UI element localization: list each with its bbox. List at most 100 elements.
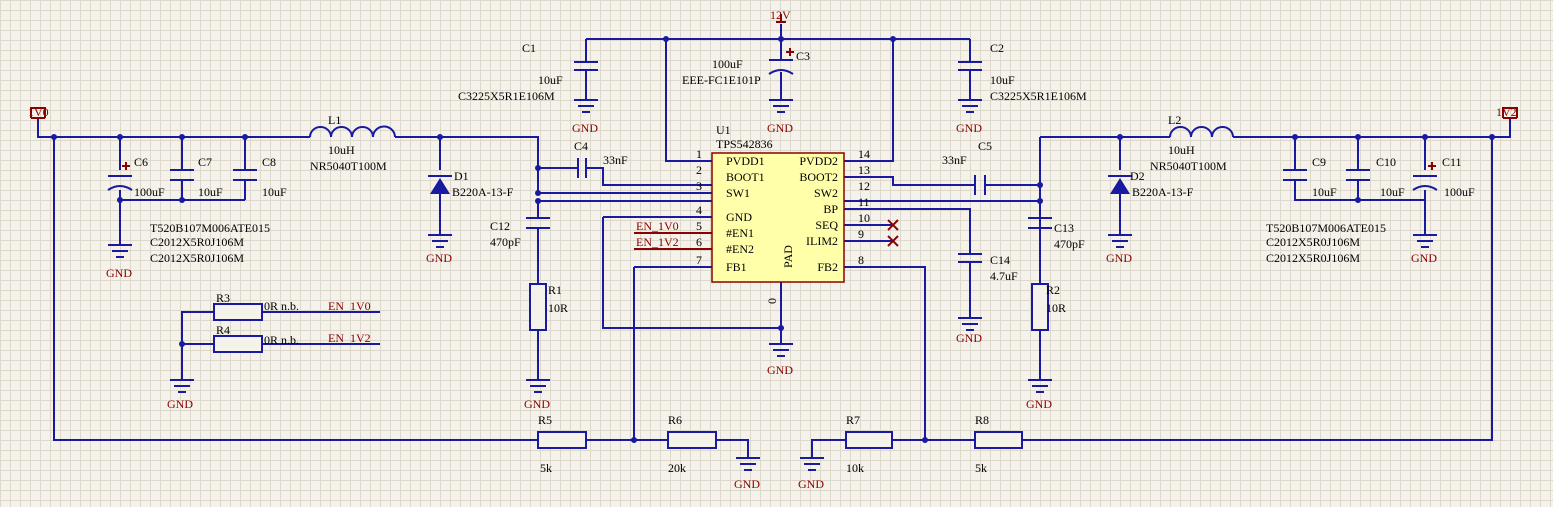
svg-text:10uF: 10uF [990, 73, 1015, 87]
diode-d2: D2 B220A-13-F [1108, 169, 1194, 199]
bom-right: T520B107M006ATE015 C2012X5R0J106M C2012X… [1266, 221, 1386, 265]
gnd-r1: GND [524, 379, 550, 411]
resistor-r4: R4 0R n.b. [213, 323, 299, 353]
cap-c7: C7 10uF [170, 155, 223, 199]
net-label-en2-r4: EN_1V2 [328, 331, 371, 345]
svg-text:C2012X5R0J106M: C2012X5R0J106M [1266, 235, 1360, 249]
svg-text:100uF: 100uF [134, 185, 165, 199]
svg-text:20k: 20k [668, 461, 686, 475]
svg-text:PVDD1: PVDD1 [726, 154, 765, 168]
svg-text:B220A-13-F: B220A-13-F [452, 185, 514, 199]
svg-text:R1: R1 [548, 283, 562, 297]
svg-text:GND: GND [524, 397, 550, 411]
inductor-l1: L1 10uH NR5040T100M [309, 113, 396, 173]
svg-text:BP: BP [823, 202, 838, 216]
svg-text:10: 10 [858, 211, 870, 225]
cap-c11: C11 100uF [1412, 155, 1475, 199]
svg-text:14: 14 [858, 147, 870, 161]
svg-text:U1: U1 [716, 123, 731, 137]
svg-text:0R n.b.: 0R n.b. [264, 333, 299, 347]
svg-text:L2: L2 [1168, 113, 1181, 127]
svg-text:0R n.b.: 0R n.b. [264, 299, 299, 313]
svg-text:R2: R2 [1046, 283, 1060, 297]
cap-c13: C13 470pF [1028, 217, 1085, 251]
svg-text:BOOT2: BOOT2 [799, 170, 838, 184]
svg-text:NR5040T100M: NR5040T100M [1150, 159, 1227, 173]
svg-text:1V2: 1V2 [1496, 105, 1517, 119]
svg-text:10uF: 10uF [538, 73, 563, 87]
cap-c3: C3 100uF EEE-FC1E101P [682, 48, 810, 87]
svg-text:C2012X5R0J106M: C2012X5R0J106M [1266, 251, 1360, 265]
svg-text:D1: D1 [454, 169, 469, 183]
svg-text:R5: R5 [538, 413, 552, 427]
gnd-c1: GND [572, 99, 598, 135]
cap-c10: C10 10uF [1346, 155, 1405, 199]
svg-text:BOOT1: BOOT1 [726, 170, 765, 184]
svg-text:4.7uF: 4.7uF [990, 269, 1018, 283]
ic-u1: U1 TPS542836 PAD 0 [711, 123, 845, 304]
svg-text:GND: GND [956, 331, 982, 345]
svg-text:5k: 5k [540, 461, 552, 475]
svg-text:10R: 10R [1046, 301, 1066, 315]
svg-text:B220A-13-F: B220A-13-F [1132, 185, 1194, 199]
gnd-c2: GND [956, 99, 982, 135]
svg-text:C2: C2 [990, 41, 1004, 55]
cap-c12: C12 470pF [490, 217, 550, 249]
svg-text:GND: GND [167, 397, 193, 411]
svg-text:33nF: 33nF [603, 153, 628, 167]
svg-text:GND: GND [726, 210, 752, 224]
gnd-r3r4: GND [167, 379, 194, 411]
svg-text:4: 4 [696, 203, 702, 217]
svg-text:7: 7 [696, 253, 702, 267]
svg-text:GND: GND [767, 363, 793, 377]
svg-text:100uF: 100uF [1444, 185, 1475, 199]
svg-text:10uF: 10uF [262, 185, 287, 199]
resistor-r2: R2 10R [1031, 283, 1066, 331]
svg-text:FB1: FB1 [726, 260, 747, 274]
svg-text:C3225X5R1E106M: C3225X5R1E106M [458, 89, 555, 103]
svg-text:R7: R7 [846, 413, 860, 427]
svg-text:10k: 10k [846, 461, 864, 475]
svg-text:C7: C7 [198, 155, 212, 169]
cap-c5: C5 33nF [942, 139, 992, 195]
gnd-c14: GND [956, 317, 982, 345]
svg-text:GND: GND [572, 121, 598, 135]
svg-text:C2012X5R0J106M: C2012X5R0J106M [150, 235, 244, 249]
gnd-r2: GND [1026, 379, 1052, 411]
svg-text:R6: R6 [668, 413, 682, 427]
net-label-en1-pin5: EN_1V0 [636, 219, 679, 233]
svg-text:GND: GND [1106, 251, 1132, 265]
cap-c9: C9 10uF [1283, 155, 1337, 199]
svg-text:9: 9 [858, 227, 864, 241]
port-1v0: 1V0 [28, 105, 49, 119]
svg-text:C6: C6 [134, 155, 148, 169]
svg-text:10uF: 10uF [198, 185, 223, 199]
svg-text:C2012X5R0J106M: C2012X5R0J106M [150, 251, 244, 265]
cap-c8: C8 10uF [233, 155, 287, 199]
svg-text:C13: C13 [1054, 221, 1074, 235]
svg-text:ILIM2: ILIM2 [806, 234, 838, 248]
svg-text:GND: GND [1411, 251, 1437, 265]
svg-text:470pF: 470pF [490, 235, 521, 249]
bom-left: T520B107M006ATE015 C2012X5R0J106M C2012X… [150, 221, 270, 265]
cap-c6: C6 100uF [107, 155, 165, 199]
no-connect-marks [887, 219, 899, 247]
svg-text:C3225X5R1E106M: C3225X5R1E106M [990, 89, 1087, 103]
svg-text:C10: C10 [1376, 155, 1396, 169]
resistor-r5: R5 5k [537, 413, 587, 475]
svg-text:GND: GND [426, 251, 452, 265]
svg-text:GND: GND [798, 477, 824, 491]
resistor-r6: R6 20k [667, 413, 717, 475]
net-label-en2-pin6: EN_1V2 [636, 235, 679, 249]
gnd-d2: GND [1106, 234, 1132, 265]
svg-text:6: 6 [696, 235, 702, 249]
cap-c2: C2 10uF C3225X5R1E106M [958, 41, 1087, 103]
